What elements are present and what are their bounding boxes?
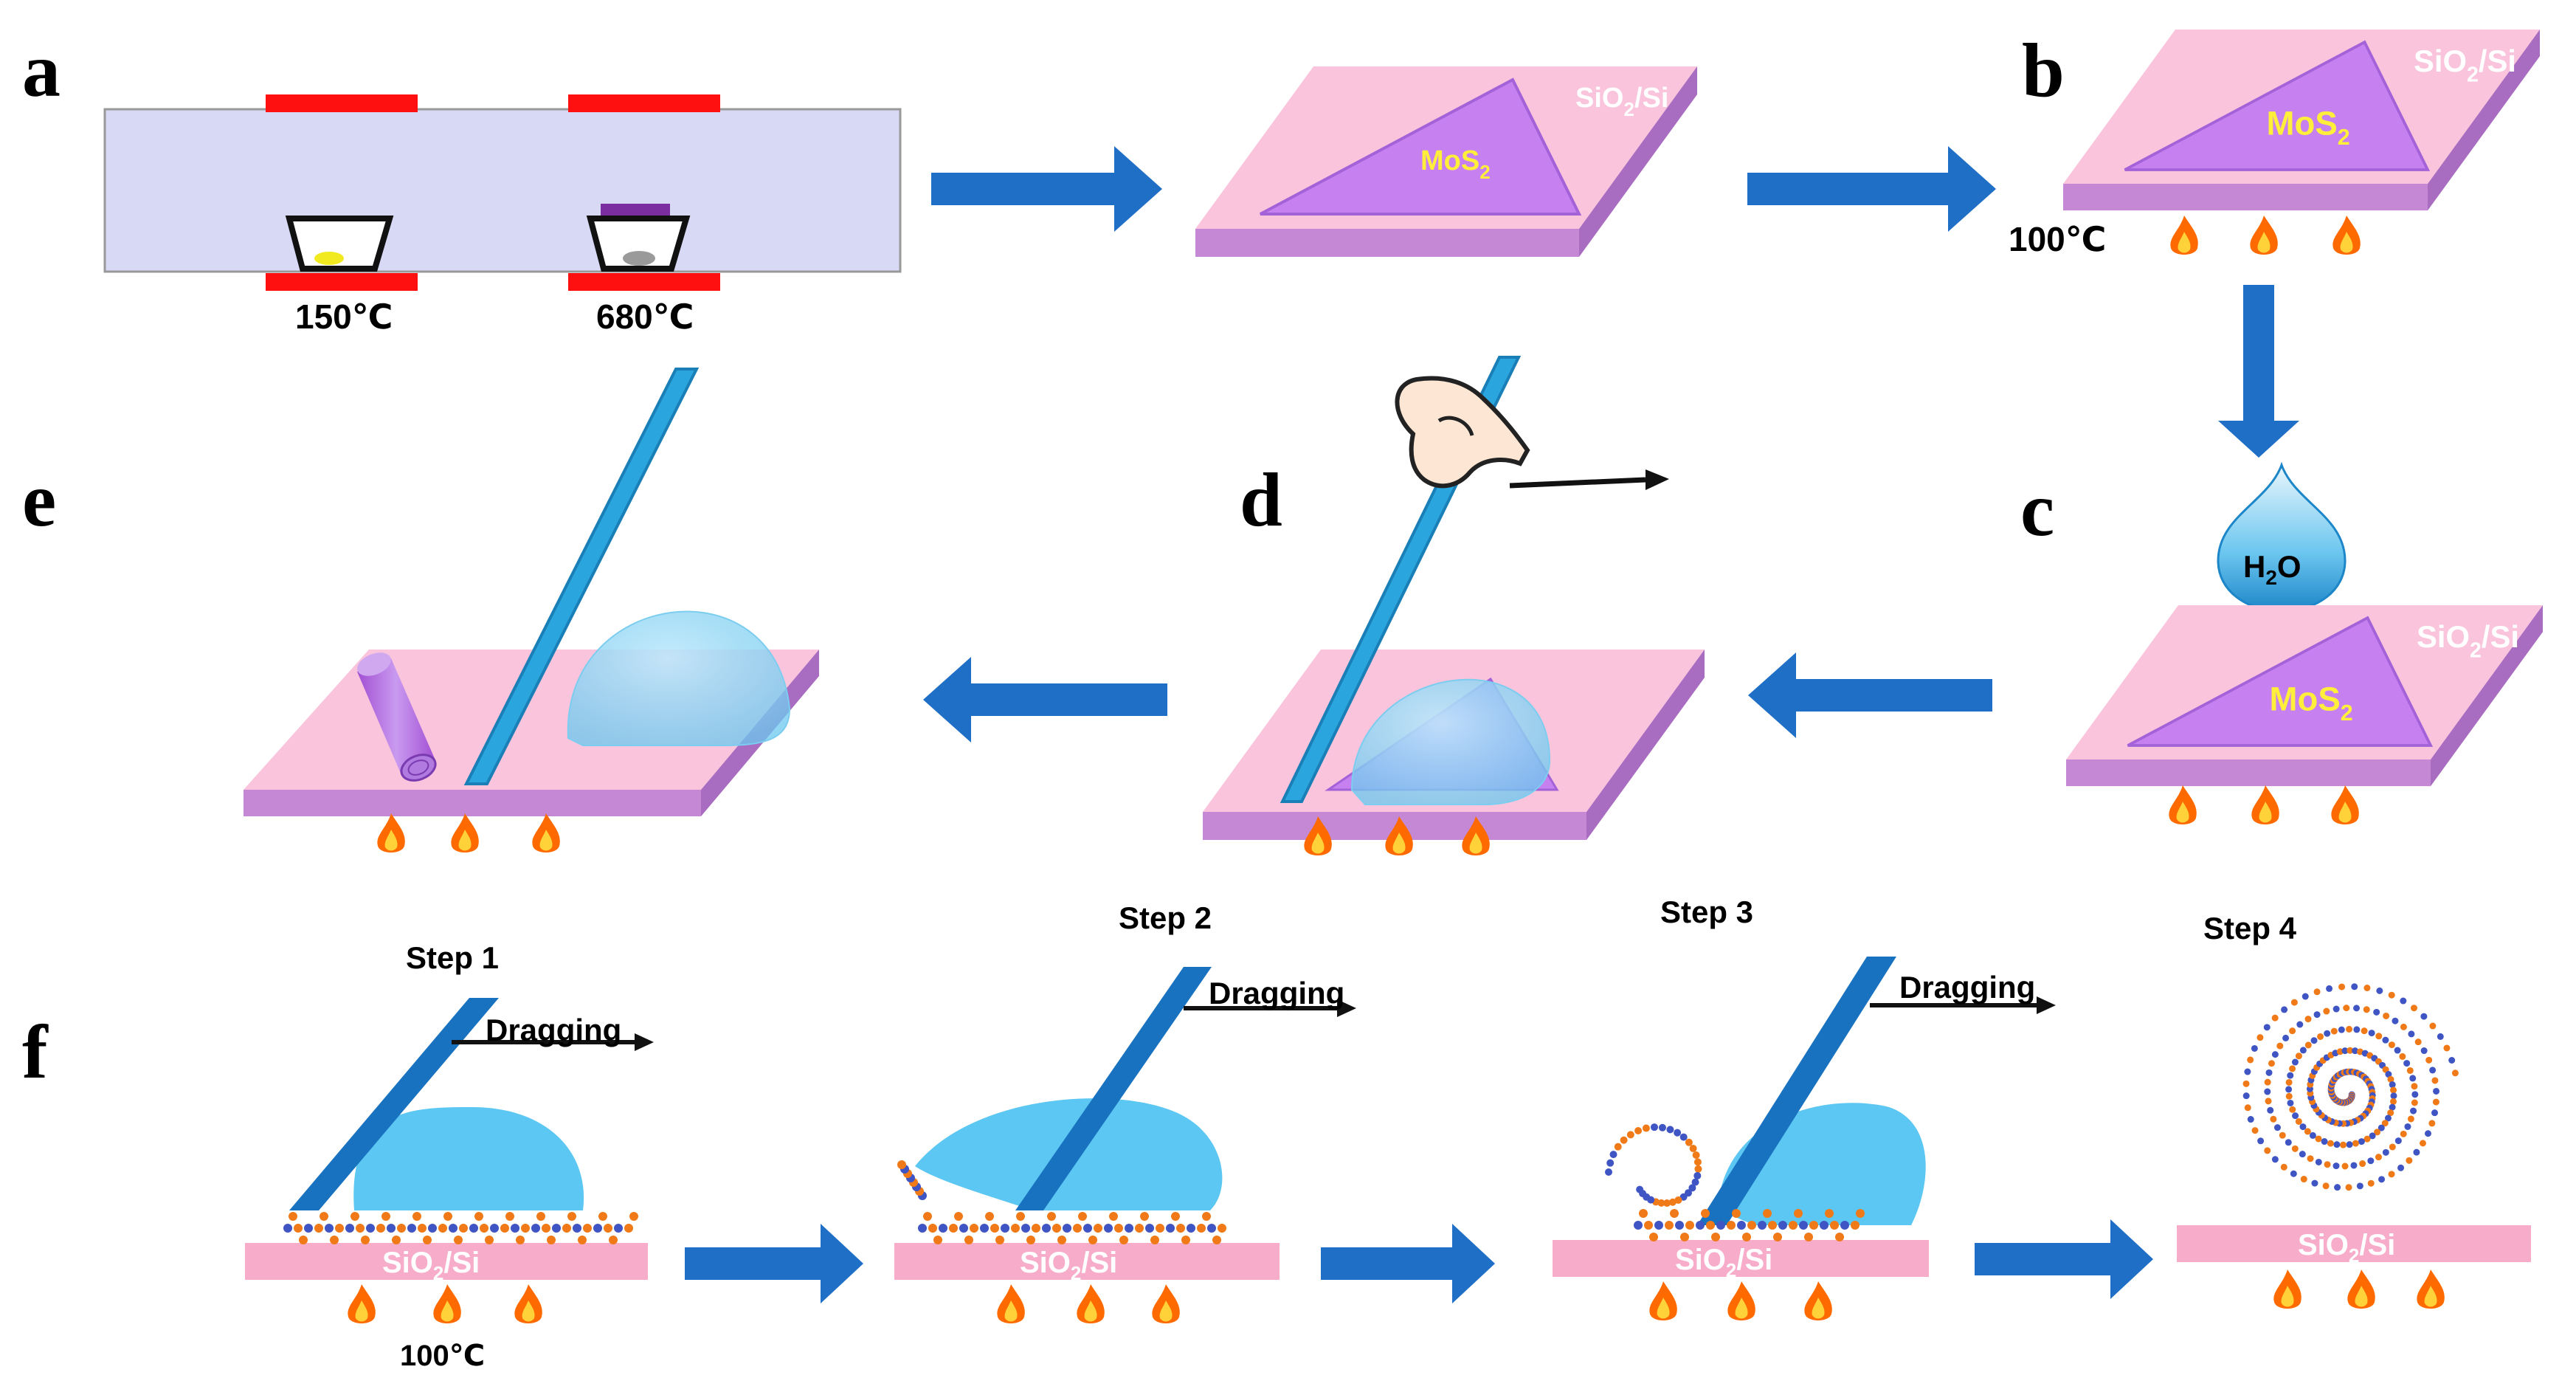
mos2-scroll-tube-e [357,652,437,782]
temp-100-b: 100℃ [2009,220,2106,258]
svg-text:MoS2: MoS2 [2267,105,2350,150]
substrate-mos2-grown: MoS2 SiO2/Si [1195,66,1697,257]
heater-bottom-2 [568,273,720,291]
water-droplet-icon: H2O [2217,461,2347,613]
substrate-label: SiO [1575,83,1623,114]
step-title: Step 3 [1660,895,1753,929]
step-2: Step 2 Dragging SiO2/Si [894,900,1356,1323]
flame-icon [451,813,479,852]
mos2-label-c: MoS [2270,681,2341,718]
svg-text:SiO2/Si: SiO2/Si [382,1247,480,1284]
flame-icon [532,813,560,852]
arrow-step-2-3 [1321,1224,1495,1303]
sulfur-boat [285,216,394,272]
heater-top-1 [266,94,418,112]
step-title: Step 4 [2203,911,2297,945]
temp-680: 680℃ [596,297,694,336]
step-action: Dragging [486,1013,621,1047]
svg-text:H2O: H2O [2243,549,2302,589]
panel-label-d: d [1240,458,1282,542]
cvd-furnace-tube [103,94,902,291]
arrow-down [2218,285,2299,458]
panel-label-a: a [22,28,61,113]
arrow-left-2 [923,657,1167,743]
arrow-left-1 [1748,652,1992,738]
flame-icon [2169,785,2197,824]
substrate-heated-b: MoS2 SiO2/Si [2063,30,2540,211]
heater-top-2 [568,94,720,112]
svg-text:SiO2/Si: SiO2/Si [2414,44,2516,86]
moo3-boat [586,204,691,272]
water-label: H [2243,549,2265,584]
drag-arrow-d [1509,469,1669,490]
step-1: Step 1 Dragging SiO2/Si 100℃ [245,940,654,1372]
svg-text:MoS2: MoS2 [1420,145,1491,183]
flame-icon [2332,216,2361,255]
svg-text:SiO2/Si: SiO2/Si [1575,83,1668,120]
flame-icon [2250,216,2278,255]
panel-label-b: b [2022,28,2065,113]
flame-icon [2170,216,2198,255]
svg-text:SiO2/Si: SiO2/Si [2417,619,2519,662]
flame-icon [2251,785,2279,824]
panel-label-e: e [22,458,56,542]
step-action: Dragging [1209,976,1344,1010]
step-4: Step 4 SiO2/Si [2177,911,2531,1309]
svg-text:SiO2/Si: SiO2/Si [1675,1244,1772,1281]
water-dome-e [567,610,791,746]
flame-icon [2331,785,2359,824]
svg-text:SiO2/Si: SiO2/Si [2298,1229,2395,1267]
step-title: Step 1 [406,940,499,975]
svg-text:MoS2: MoS2 [2270,681,2353,726]
step-action: Dragging [1899,970,2035,1005]
temp-150: 150℃ [295,297,393,336]
arrow-right-2 [1747,146,1996,232]
hand-icon [1395,376,1530,489]
flame-icon [377,813,405,852]
svg-text:SiO2/Si: SiO2/Si [1020,1247,1117,1284]
mos2-label-b: MoS [2267,105,2338,142]
panel-label-f: f [22,1010,49,1095]
substrate-label-b: SiO [2414,44,2467,78]
heater-bottom-1 [266,273,418,291]
temp-100-f: 100℃ [400,1340,485,1372]
arrow-right-1 [931,146,1162,232]
glass-slide-e [463,368,700,785]
step-3: Step 3 Dragging SiO2/Si [1553,895,2056,1320]
panel-label-c: c [2020,467,2054,552]
arrow-step-1-2 [685,1224,863,1303]
mos2-label: MoS [1420,145,1479,176]
substrate-label-c: SiO [2417,619,2470,654]
arrow-step-3-4 [1975,1219,2153,1299]
substrate-water-c: MoS2 SiO2/Si [2066,605,2543,787]
water-dome-d [1350,678,1551,805]
step-title: Step 2 [1119,900,1212,935]
